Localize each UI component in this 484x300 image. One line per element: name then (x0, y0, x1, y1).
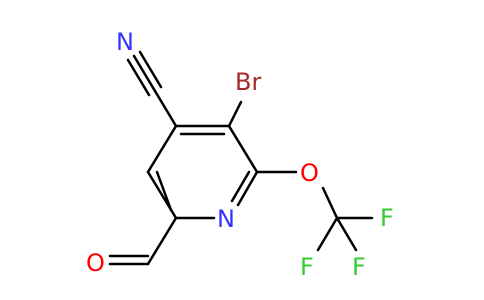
bond-c5-c4 (146, 124, 178, 174)
atom-label-o-aldehyde: O (86, 249, 105, 277)
bond-c6-cho (146, 216, 178, 266)
bond-c2-n1-inner (230, 170, 251, 203)
bond-cn-triple-1 (132, 54, 157, 93)
bond-cf3-f-left (316, 216, 339, 252)
atom-label-n-ring: N (217, 205, 235, 233)
bromine-substituent: Br (227, 68, 261, 128)
atom-label-o-ether: O (300, 159, 319, 187)
atom-label-br: Br (235, 68, 261, 96)
bond-c6-c5-inner (155, 170, 173, 212)
bond-c2-n1 (236, 170, 259, 207)
atom-label-n-nitrile: N (116, 28, 134, 56)
bond-c3-br (227, 100, 243, 128)
bond-cf3-f-right (335, 216, 358, 252)
bond-cn-triple-2 (138, 50, 163, 89)
pyridine-ring (146, 124, 259, 220)
bond-c4-cn (153, 89, 178, 128)
atom-label-f-top: F (380, 204, 394, 232)
aldehyde-group: O (86, 216, 178, 277)
atom-label-f-right: F (352, 253, 366, 281)
bond-c6-c5 (146, 170, 178, 220)
atom-label-f-left: F (300, 253, 314, 281)
bond-cn-triple-3 (126, 58, 151, 97)
nitrile-group: N (116, 28, 178, 128)
bond-c3-c2 (227, 124, 259, 174)
bond-o-cf3 (321, 186, 339, 220)
trifluoromethoxy-group: O F F F (255, 159, 394, 281)
